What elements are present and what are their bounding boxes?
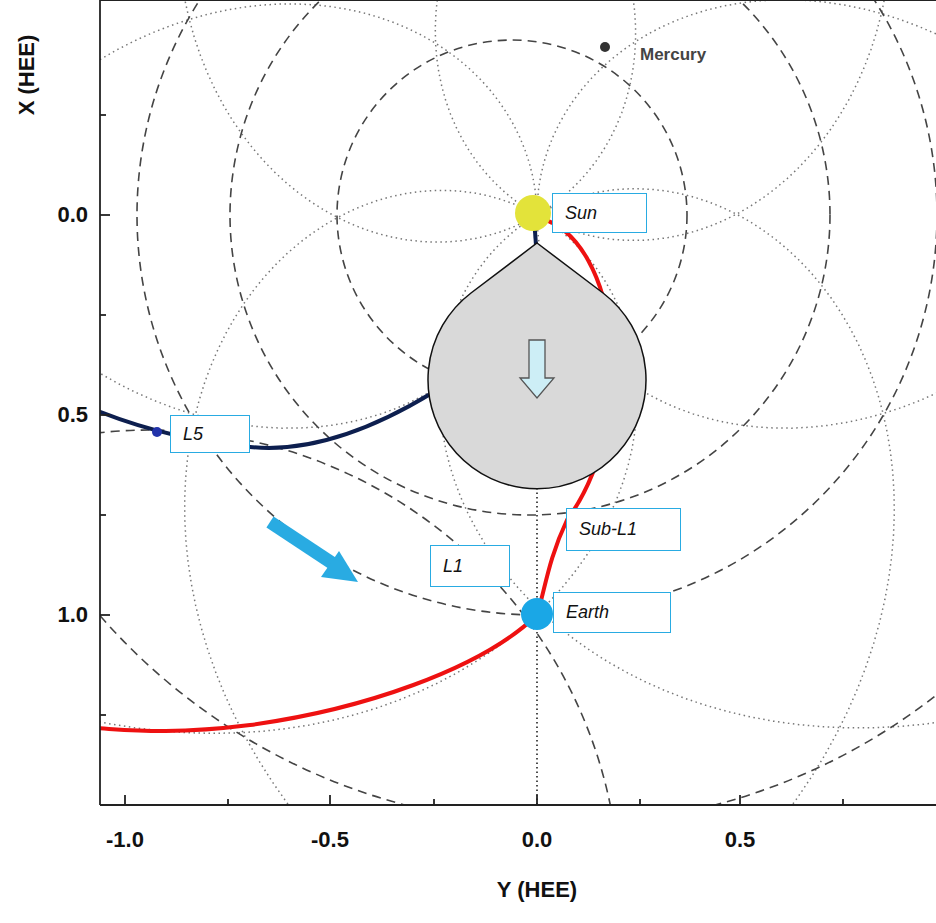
tick-label: 0.0 bbox=[522, 827, 553, 853]
mercury-dot bbox=[600, 42, 610, 52]
x-tick bbox=[639, 799, 641, 805]
sun-disc bbox=[515, 195, 551, 231]
orbit-circles bbox=[100, 0, 936, 805]
x-tick bbox=[433, 799, 435, 805]
sun-earth-line bbox=[536, 488, 538, 805]
box-label: L5 bbox=[183, 424, 203, 445]
earth-disc bbox=[521, 598, 553, 630]
y-tick bbox=[100, 214, 110, 216]
label-box: L5 bbox=[170, 415, 250, 453]
parker-spiral bbox=[100, 189, 894, 805]
x-tick bbox=[227, 799, 229, 805]
tick-label: 1.0 bbox=[57, 602, 88, 628]
parker-spirals bbox=[100, 0, 936, 805]
tick-label: 0.5 bbox=[725, 827, 756, 853]
x-tick bbox=[124, 795, 126, 805]
mars-orbit bbox=[100, 0, 936, 805]
tick-label: 0.5 bbox=[57, 402, 88, 428]
y-tick bbox=[100, 614, 110, 616]
label-box: L1 bbox=[430, 545, 510, 587]
parker-spiral bbox=[185, 190, 936, 805]
y-axis-line bbox=[99, 0, 101, 805]
motion-arrow-head bbox=[321, 551, 358, 582]
parker-spiral bbox=[100, 0, 892, 240]
box-label: Sun bbox=[565, 203, 597, 224]
box-label: Sub-L1 bbox=[579, 519, 637, 540]
planet-label: Mercury bbox=[640, 45, 706, 65]
plot-area bbox=[100, 0, 936, 805]
y-tick bbox=[100, 414, 110, 416]
motion-arrow bbox=[270, 522, 335, 565]
label-box: Sub-L1 bbox=[566, 508, 681, 551]
l5-field-line bbox=[100, 393, 432, 448]
y-tick bbox=[100, 714, 106, 716]
y-tick bbox=[100, 114, 106, 116]
tick-label: 0.0 bbox=[57, 202, 88, 228]
plot-axes bbox=[100, 0, 936, 805]
cme-drop bbox=[428, 243, 646, 489]
l5-point bbox=[152, 427, 162, 437]
y-tick bbox=[100, 314, 106, 316]
venus-orbit bbox=[230, 0, 830, 515]
earth-orbit bbox=[137, 0, 936, 615]
box-label: Earth bbox=[566, 602, 609, 623]
box-label: L1 bbox=[443, 556, 463, 577]
tick-label: -1.0 bbox=[106, 827, 144, 853]
y-tick bbox=[100, 514, 106, 516]
parker-spiral bbox=[177, 0, 936, 242]
tick-label: -0.5 bbox=[311, 827, 349, 853]
x-tick bbox=[842, 799, 844, 805]
label-box: Earth bbox=[553, 592, 671, 633]
label-box: Sun bbox=[552, 193, 647, 233]
x-tick bbox=[329, 795, 331, 805]
top-frame bbox=[100, 0, 936, 1]
x-tick bbox=[739, 795, 741, 805]
axis-title: X (HEE) bbox=[14, 35, 40, 116]
cme-direction-arrow bbox=[520, 340, 554, 398]
x-axis-line bbox=[100, 804, 936, 806]
axis-title: Y (HEE) bbox=[497, 877, 577, 903]
x-tick bbox=[536, 795, 538, 805]
